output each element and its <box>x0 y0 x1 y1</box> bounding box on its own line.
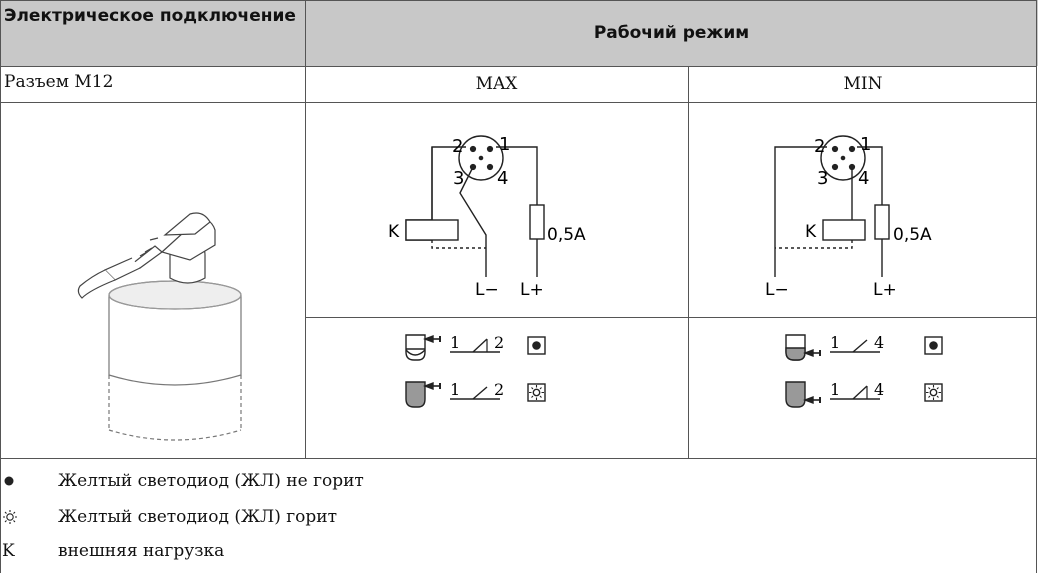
m12-connector-illustration <box>77 212 242 441</box>
max-state1-pin-a: 1 <box>450 333 460 352</box>
led-on-icon <box>0 509 58 525</box>
min-wiring-diagram: 2 1 3 4 K 0,5A L− L+ <box>765 134 932 300</box>
min-fuse-label: 0,5A <box>893 225 932 245</box>
max-pin4: 4 <box>497 168 508 189</box>
max-pin1: 1 <box>499 134 510 155</box>
min-pin3: 3 <box>817 168 828 189</box>
min-label: MIN <box>843 74 883 94</box>
header-col1-text: Электрическое подключение <box>4 6 296 26</box>
legend-led-on: Желтый светодиод (ЖЛ) горит <box>0 502 337 532</box>
min-pin1: 1 <box>860 134 871 155</box>
max-load-label: K <box>388 222 400 242</box>
min-state2-pin-b: 4 <box>874 380 884 399</box>
max-state1-pin-b: 2 <box>494 333 504 352</box>
min-pin2: 2 <box>814 136 825 157</box>
legend-led-on-text: Желтый светодиод (ЖЛ) горит <box>58 507 338 527</box>
led-off-icon <box>0 474 58 488</box>
legend-load: K внешняя нагрузка <box>0 536 224 566</box>
min-state1-pin-a: 1 <box>830 333 840 352</box>
max-label-cell: MAX <box>305 66 688 102</box>
min-state1-pin-b: 4 <box>874 333 884 352</box>
connector-label-cell: Разъем M12 <box>0 66 305 102</box>
max-pin3: 3 <box>453 168 464 189</box>
max-switch-states: 1 2 1 2 <box>405 333 546 408</box>
header-operating-mode: Рабочий режим <box>305 0 1038 66</box>
header-electrical-connection: Электрическое подключение <box>0 0 305 66</box>
connector-label: Разъем M12 <box>4 72 114 92</box>
load-symbol: K <box>2 541 15 561</box>
legend-led-off: Желтый светодиод (ЖЛ) не горит <box>0 466 364 496</box>
max-state2-pin-a: 1 <box>450 380 460 399</box>
max-minus-label: L− <box>475 280 499 300</box>
max-wiring-diagram: 2 1 3 4 K 0,5A L− L+ <box>388 134 586 300</box>
min-state2-pin-a: 1 <box>830 380 840 399</box>
header-col2-text: Рабочий режим <box>593 22 750 43</box>
max-state2-pin-b: 2 <box>494 380 504 399</box>
max-plus-label: L+ <box>520 280 544 300</box>
min-minus-label: L− <box>765 280 789 300</box>
min-plus-label: L+ <box>873 280 897 300</box>
min-label-cell: MIN <box>688 66 1038 102</box>
max-pin2: 2 <box>452 136 463 157</box>
min-load-label: K <box>805 222 817 242</box>
legend-load-text: внешняя нагрузка <box>58 541 225 561</box>
min-switch-states: 1 4 1 4 <box>785 333 943 408</box>
max-fuse-label: 0,5A <box>547 225 586 245</box>
max-label: MAX <box>475 74 518 94</box>
min-pin4: 4 <box>858 168 869 189</box>
legend-led-off-text: Желтый светодиод (ЖЛ) не горит <box>58 471 364 491</box>
